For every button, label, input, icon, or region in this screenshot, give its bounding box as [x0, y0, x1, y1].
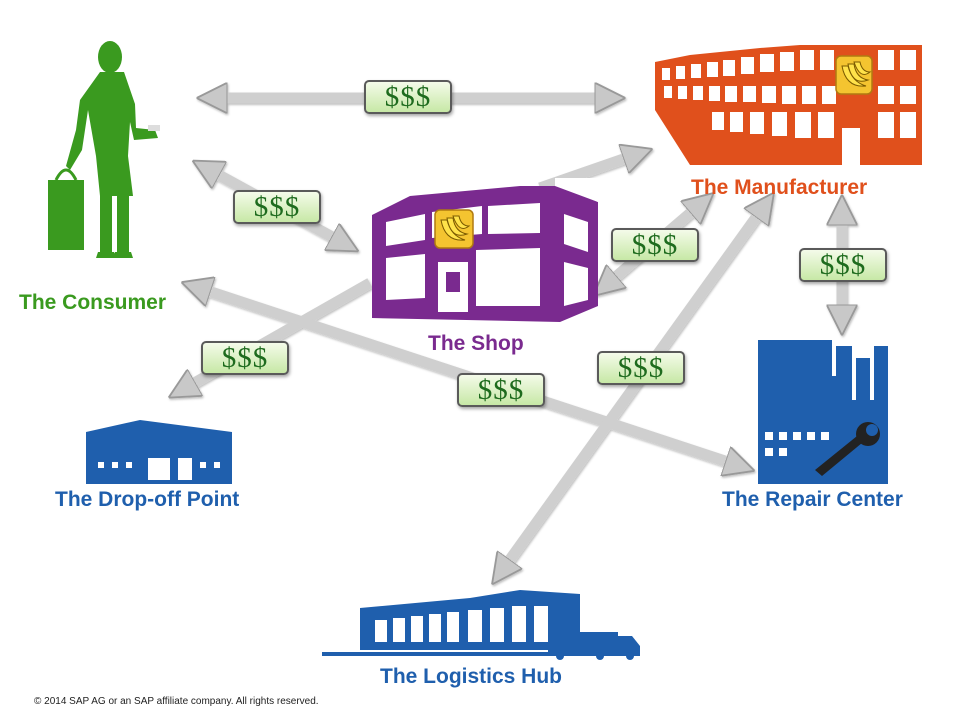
logistics-hub-icon [322, 590, 640, 660]
repair-center-factory-icon [758, 318, 888, 484]
money-tag-shop-manufacturer: $$$ [611, 228, 699, 262]
shop-label: The Shop [428, 332, 524, 355]
money-tag-logistics: $$$ [597, 351, 685, 385]
shop-building-icon [372, 178, 598, 322]
dropoff-label: The Drop-off Point [55, 488, 240, 511]
money-tag-manufacturer-repair: $$$ [799, 248, 887, 282]
money-tag-consumer-repair: $$$ [457, 373, 545, 407]
dropoff-warehouse-icon [86, 420, 232, 484]
money-tag-consumer-shop: $$$ [233, 190, 321, 224]
manufacturer-building-icon [655, 45, 922, 165]
consumer-label: The Consumer [19, 291, 167, 314]
money-tag-shop-dropoff: $$$ [201, 341, 289, 375]
money-tag-consumer-manufacturer: $$$ [364, 80, 452, 114]
arrow-logistics-manufacturer [501, 205, 765, 572]
manufacturer-label: The Manufacturer [691, 176, 868, 199]
logistics-label: The Logistics Hub [380, 665, 563, 688]
repair-label: The Repair Center [722, 488, 903, 511]
copyright-footer: © 2014 SAP AG or an SAP affiliate compan… [34, 696, 319, 707]
consumer-icon [48, 41, 160, 258]
